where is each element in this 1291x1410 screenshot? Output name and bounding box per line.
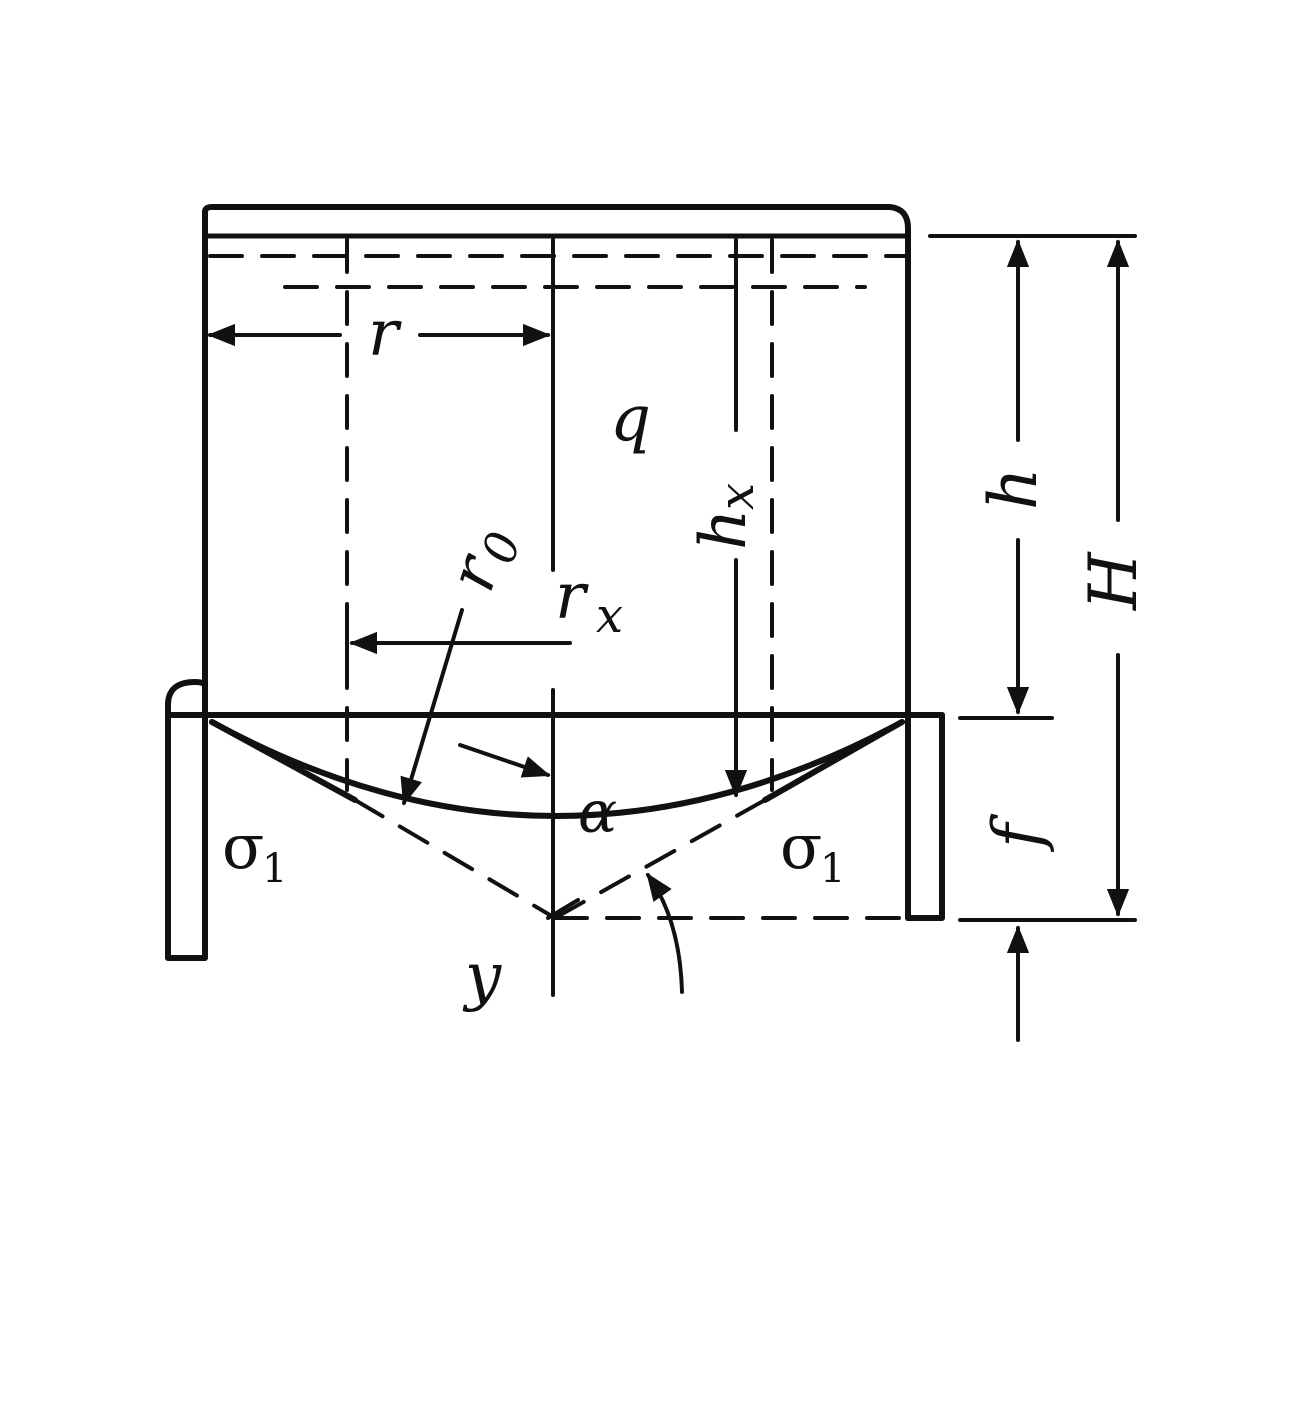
- label-h: h: [975, 467, 1052, 510]
- svg-text:f: f: [979, 813, 1056, 853]
- base-ring: [165, 679, 945, 961]
- arrow-alpha: [458, 743, 551, 778]
- vertical-guides: [345, 238, 774, 997]
- dimension-lines-right: [928, 234, 1137, 1042]
- surface-dashed-lines: [208, 254, 907, 289]
- label-r: r: [368, 297, 402, 371]
- label-hx: h x: [687, 483, 765, 550]
- arrow-r0: [400, 608, 464, 806]
- svg-text:H: H: [1075, 551, 1152, 611]
- label-r0: r 0: [435, 525, 532, 600]
- label-rx: r x: [555, 560, 623, 644]
- label-f: f: [979, 813, 1056, 853]
- svg-text:x: x: [709, 483, 765, 510]
- label-q: q: [610, 382, 651, 456]
- label-sigma-right: σ 1: [780, 810, 845, 892]
- label-sigma-left: σ 1: [222, 810, 287, 892]
- svg-text:x: x: [596, 588, 623, 644]
- tangent-lines: [209, 719, 905, 920]
- svg-text:σ: σ: [222, 810, 264, 883]
- svg-text:σ: σ: [780, 810, 822, 883]
- dimension-rx: [345, 618, 572, 667]
- vertex-tick: [546, 898, 580, 920]
- svg-text:h: h: [687, 509, 761, 550]
- label-alpha: α: [578, 778, 617, 846]
- tank-outline: [202, 204, 911, 921]
- svg-text:r: r: [555, 560, 589, 634]
- angle-arc: [646, 872, 684, 994]
- svg-text:1: 1: [262, 846, 287, 892]
- svg-text:1: 1: [820, 846, 845, 892]
- hopper-membrane: [209, 719, 905, 819]
- svg-text:h: h: [975, 467, 1052, 510]
- label-H: H: [1075, 551, 1152, 611]
- label-y: y: [462, 940, 502, 1014]
